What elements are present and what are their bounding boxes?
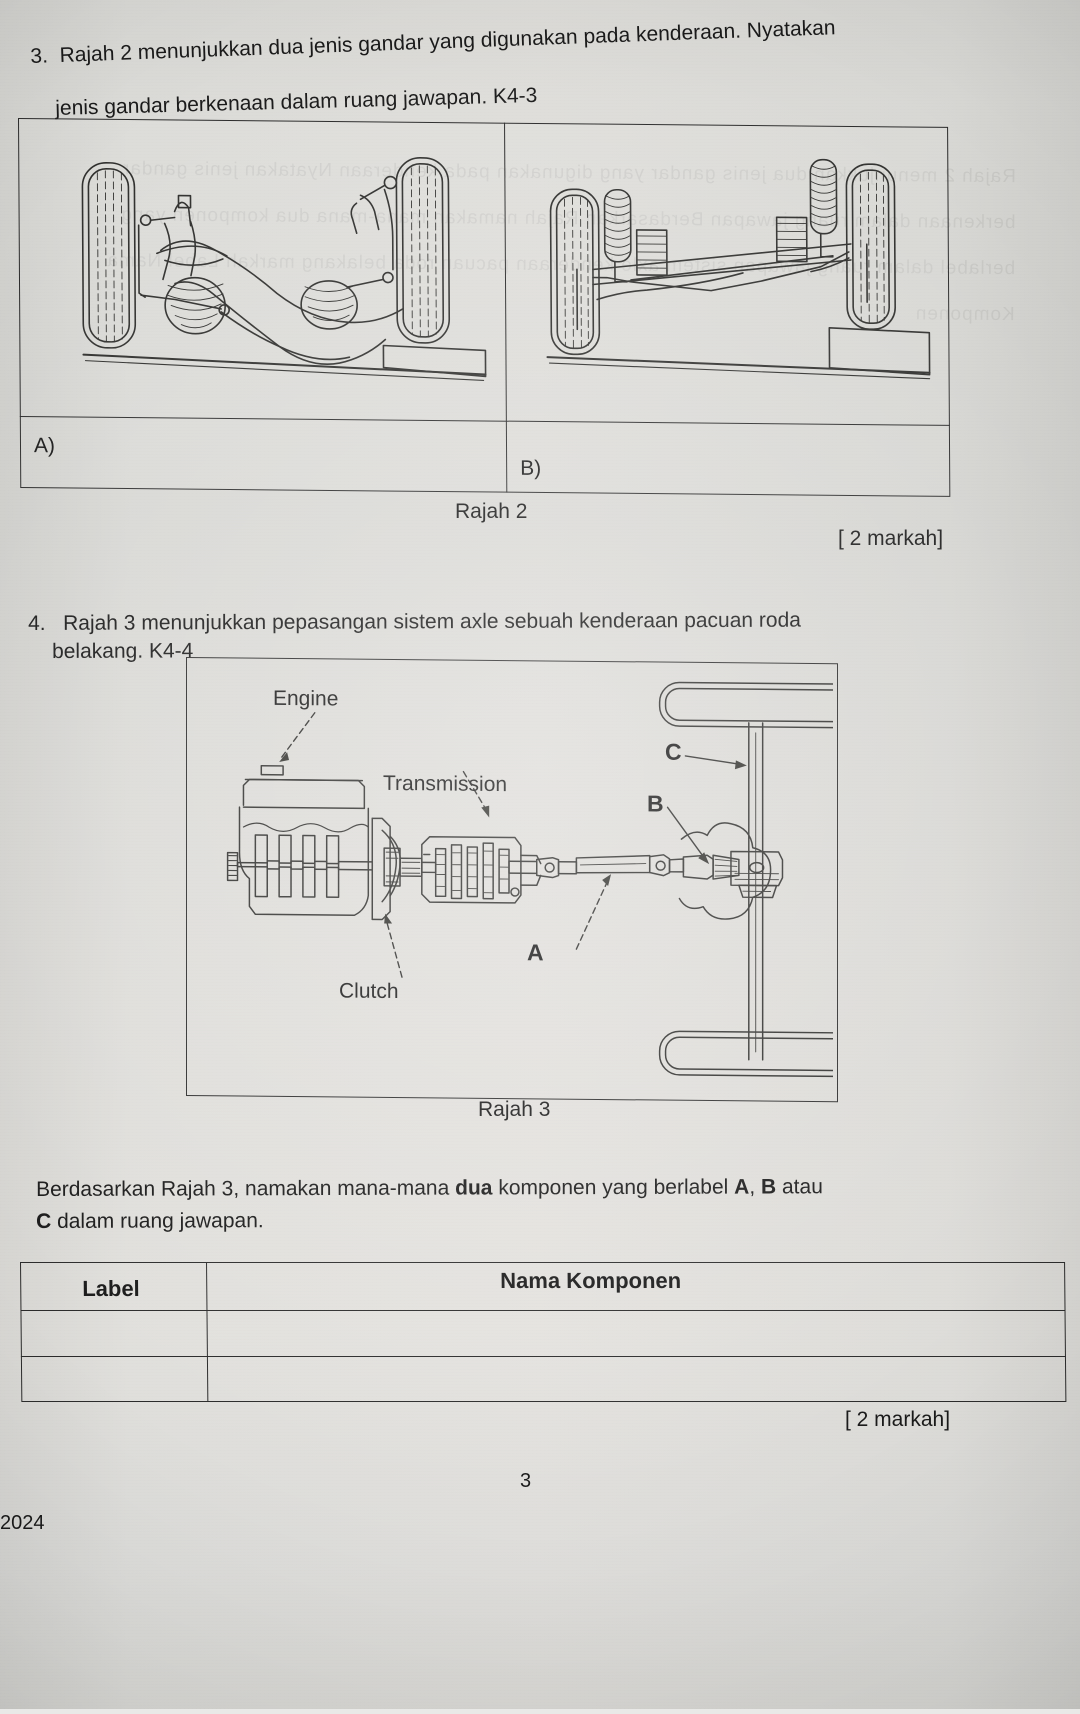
answer-cell-component-row-1[interactable]: [206, 1310, 1065, 1356]
question-3-block: 3. Rajah 2 menunjukkan dua jenis gandar …: [0, 0, 1080, 570]
answer-slot-b-label[interactable]: B): [520, 457, 541, 481]
question-4-number: 4.: [28, 612, 46, 635]
question-4-instruction-line-2: C dalam ruang jawapan.: [36, 1209, 264, 1234]
rajah-2-figure-box: A) B): [18, 118, 950, 497]
answer-cell-component-row-2[interactable]: [207, 1356, 1066, 1402]
question-4-line-1-body: Rajah 3 menunjukkan pepasangan sistem ax…: [63, 609, 801, 635]
diagram-label-a: A: [527, 939, 544, 966]
instruction-line-1-text: Berdasarkan Rajah 3, namakan mana-mana d…: [36, 1175, 823, 1201]
rear-wheel-drive-axle-drawing: [187, 658, 833, 1097]
footer-year: 2024: [0, 1512, 45, 1535]
diagram-label-clutch: Clutch: [339, 979, 399, 1004]
question-3-text-line-2: jenis gandar berkenaan dalam ruang jawap…: [55, 84, 538, 121]
axle-diagram-b: [510, 129, 944, 421]
diagram-label-engine: Engine: [273, 687, 338, 712]
answer-cell-label-row-2[interactable]: [21, 1356, 207, 1402]
answer-slot-a-label[interactable]: A): [34, 434, 55, 458]
diagram-label-b: B: [647, 790, 664, 817]
question-4-marks: [ 2 markah]: [845, 1408, 950, 1432]
question-3-text-line-1: 3. Rajah 2 menunjukkan dua jenis gandar …: [30, 16, 836, 69]
question-4-text-line-1: 4. Rajah 3 menunjukkan pepasangan sistem…: [28, 608, 978, 636]
rajah-2-caption: Rajah 2: [455, 500, 527, 524]
answer-table-header-label: Label: [82, 1276, 140, 1302]
diagram-label-c: C: [665, 739, 682, 766]
page-number: 3: [520, 1470, 531, 1493]
question-4-instruction-line-1: Berdasarkan Rajah 3, namakan mana-mana d…: [36, 1175, 823, 1202]
axle-diagram-b-drawing: [510, 129, 944, 421]
axle-diagram-a: [24, 124, 502, 417]
answer-table-header-component: Nama Komponen: [500, 1268, 681, 1294]
diagram-label-transmission: Transmission: [383, 772, 507, 797]
question-3-marks: [ 2 markah]: [838, 527, 943, 551]
question-4-text-line-2: belakang. K4-4: [52, 639, 193, 664]
question-3-line-1-body: Rajah 2 menunjukkan dua jenis gandar yan…: [59, 16, 836, 67]
rajah-3-figure-box: Engine Transmission Clutch A B C: [186, 657, 838, 1102]
answer-cell-label-row-1[interactable]: [20, 1310, 206, 1356]
rajah-3-caption: Rajah 3: [478, 1098, 550, 1122]
axle-diagram-a-drawing: [24, 124, 502, 417]
question-3-number: 3.: [30, 44, 48, 68]
answer-table: Label Nama Komponen: [20, 1262, 1066, 1402]
